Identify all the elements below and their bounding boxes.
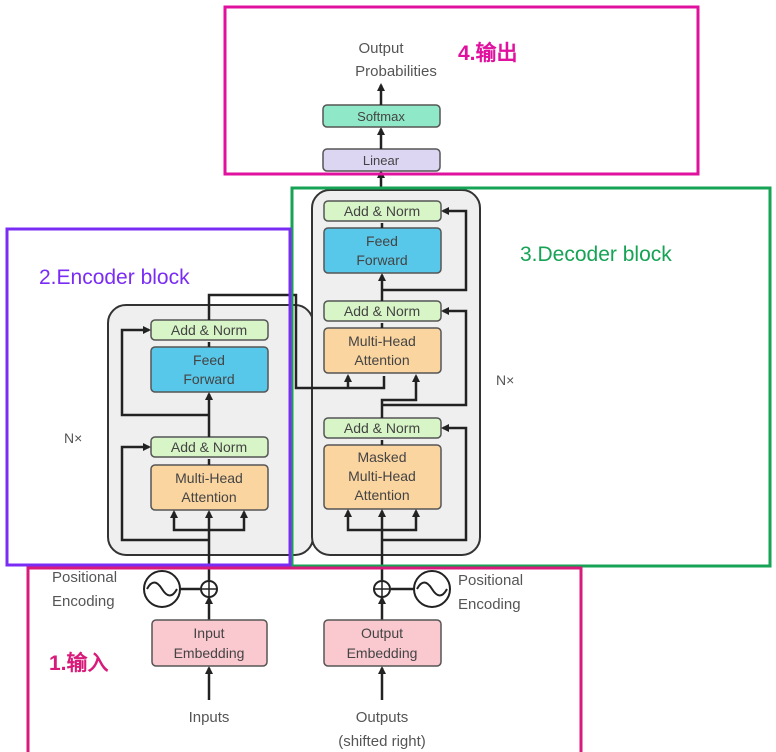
encoder-region-label: 2.Encoder block [39, 266, 190, 289]
positional-encoding-right-line2: Encoding [458, 596, 521, 613]
encoder-mha-line2: Attention [181, 489, 236, 505]
outputs-label-line1: Outputs [356, 709, 409, 726]
decoder-nx-label: N× [496, 372, 514, 388]
input-embedding-line2: Embedding [174, 645, 245, 661]
output-probabilities-line1: Output [358, 40, 404, 57]
encoder-mha-line1: Multi-Head [175, 470, 243, 486]
positional-encoding-left-line2: Encoding [52, 593, 115, 610]
encoder-ff-line2: Forward [183, 371, 234, 387]
positional-encoding-left-line1: Positional [52, 569, 117, 586]
inputs-label: Inputs [189, 709, 230, 726]
decoder-region-label: 3.Decoder block [520, 243, 672, 266]
encoder-nx-label: N× [64, 430, 82, 446]
positional-encoding-right-line1: Positional [458, 572, 523, 589]
softmax-label: Softmax [357, 109, 405, 124]
output-embedding-line1: Output [361, 625, 403, 641]
decoder-add-norm-2-label: Add & Norm [344, 303, 420, 319]
output-region-frame [223, 5, 700, 176]
output-region-label: 4.输出 [458, 41, 518, 65]
input-region-label: 1.输入 [49, 651, 109, 675]
encoder-add-norm-bottom-label: Add & Norm [171, 439, 247, 455]
decoder-ff-line2: Forward [356, 252, 407, 268]
decoder-add-norm-3-label: Add & Norm [344, 420, 420, 436]
encoder-stack-bg [107, 304, 314, 556]
decoder-region-frame [290, 186, 772, 568]
output-probabilities-line2: Probabilities [355, 63, 437, 80]
decoder-ff-line1: Feed [366, 233, 398, 249]
decoder-add-norm-1-label: Add & Norm [344, 203, 420, 219]
decoder-masked-line1: Masked [357, 449, 406, 465]
input-embedding-line1: Input [193, 625, 224, 641]
encoder-add-norm-top-label: Add & Norm [171, 322, 247, 338]
input-region-frame [26, 566, 583, 752]
encoder-ff-line1: Feed [193, 352, 225, 368]
decoder-masked-line3: Attention [354, 487, 409, 503]
input-embedding-box [151, 619, 268, 667]
outputs-label-line2: (shifted right) [338, 733, 426, 750]
output-embedding-box [323, 619, 442, 667]
output-embedding-line2: Embedding [347, 645, 418, 661]
linear-label: Linear [363, 153, 400, 168]
encoder-region-frame [5, 227, 292, 567]
decoder-mha-line2: Attention [354, 352, 409, 368]
decoder-mha-line1: Multi-Head [348, 333, 416, 349]
decoder-masked-line2: Multi-Head [348, 468, 416, 484]
